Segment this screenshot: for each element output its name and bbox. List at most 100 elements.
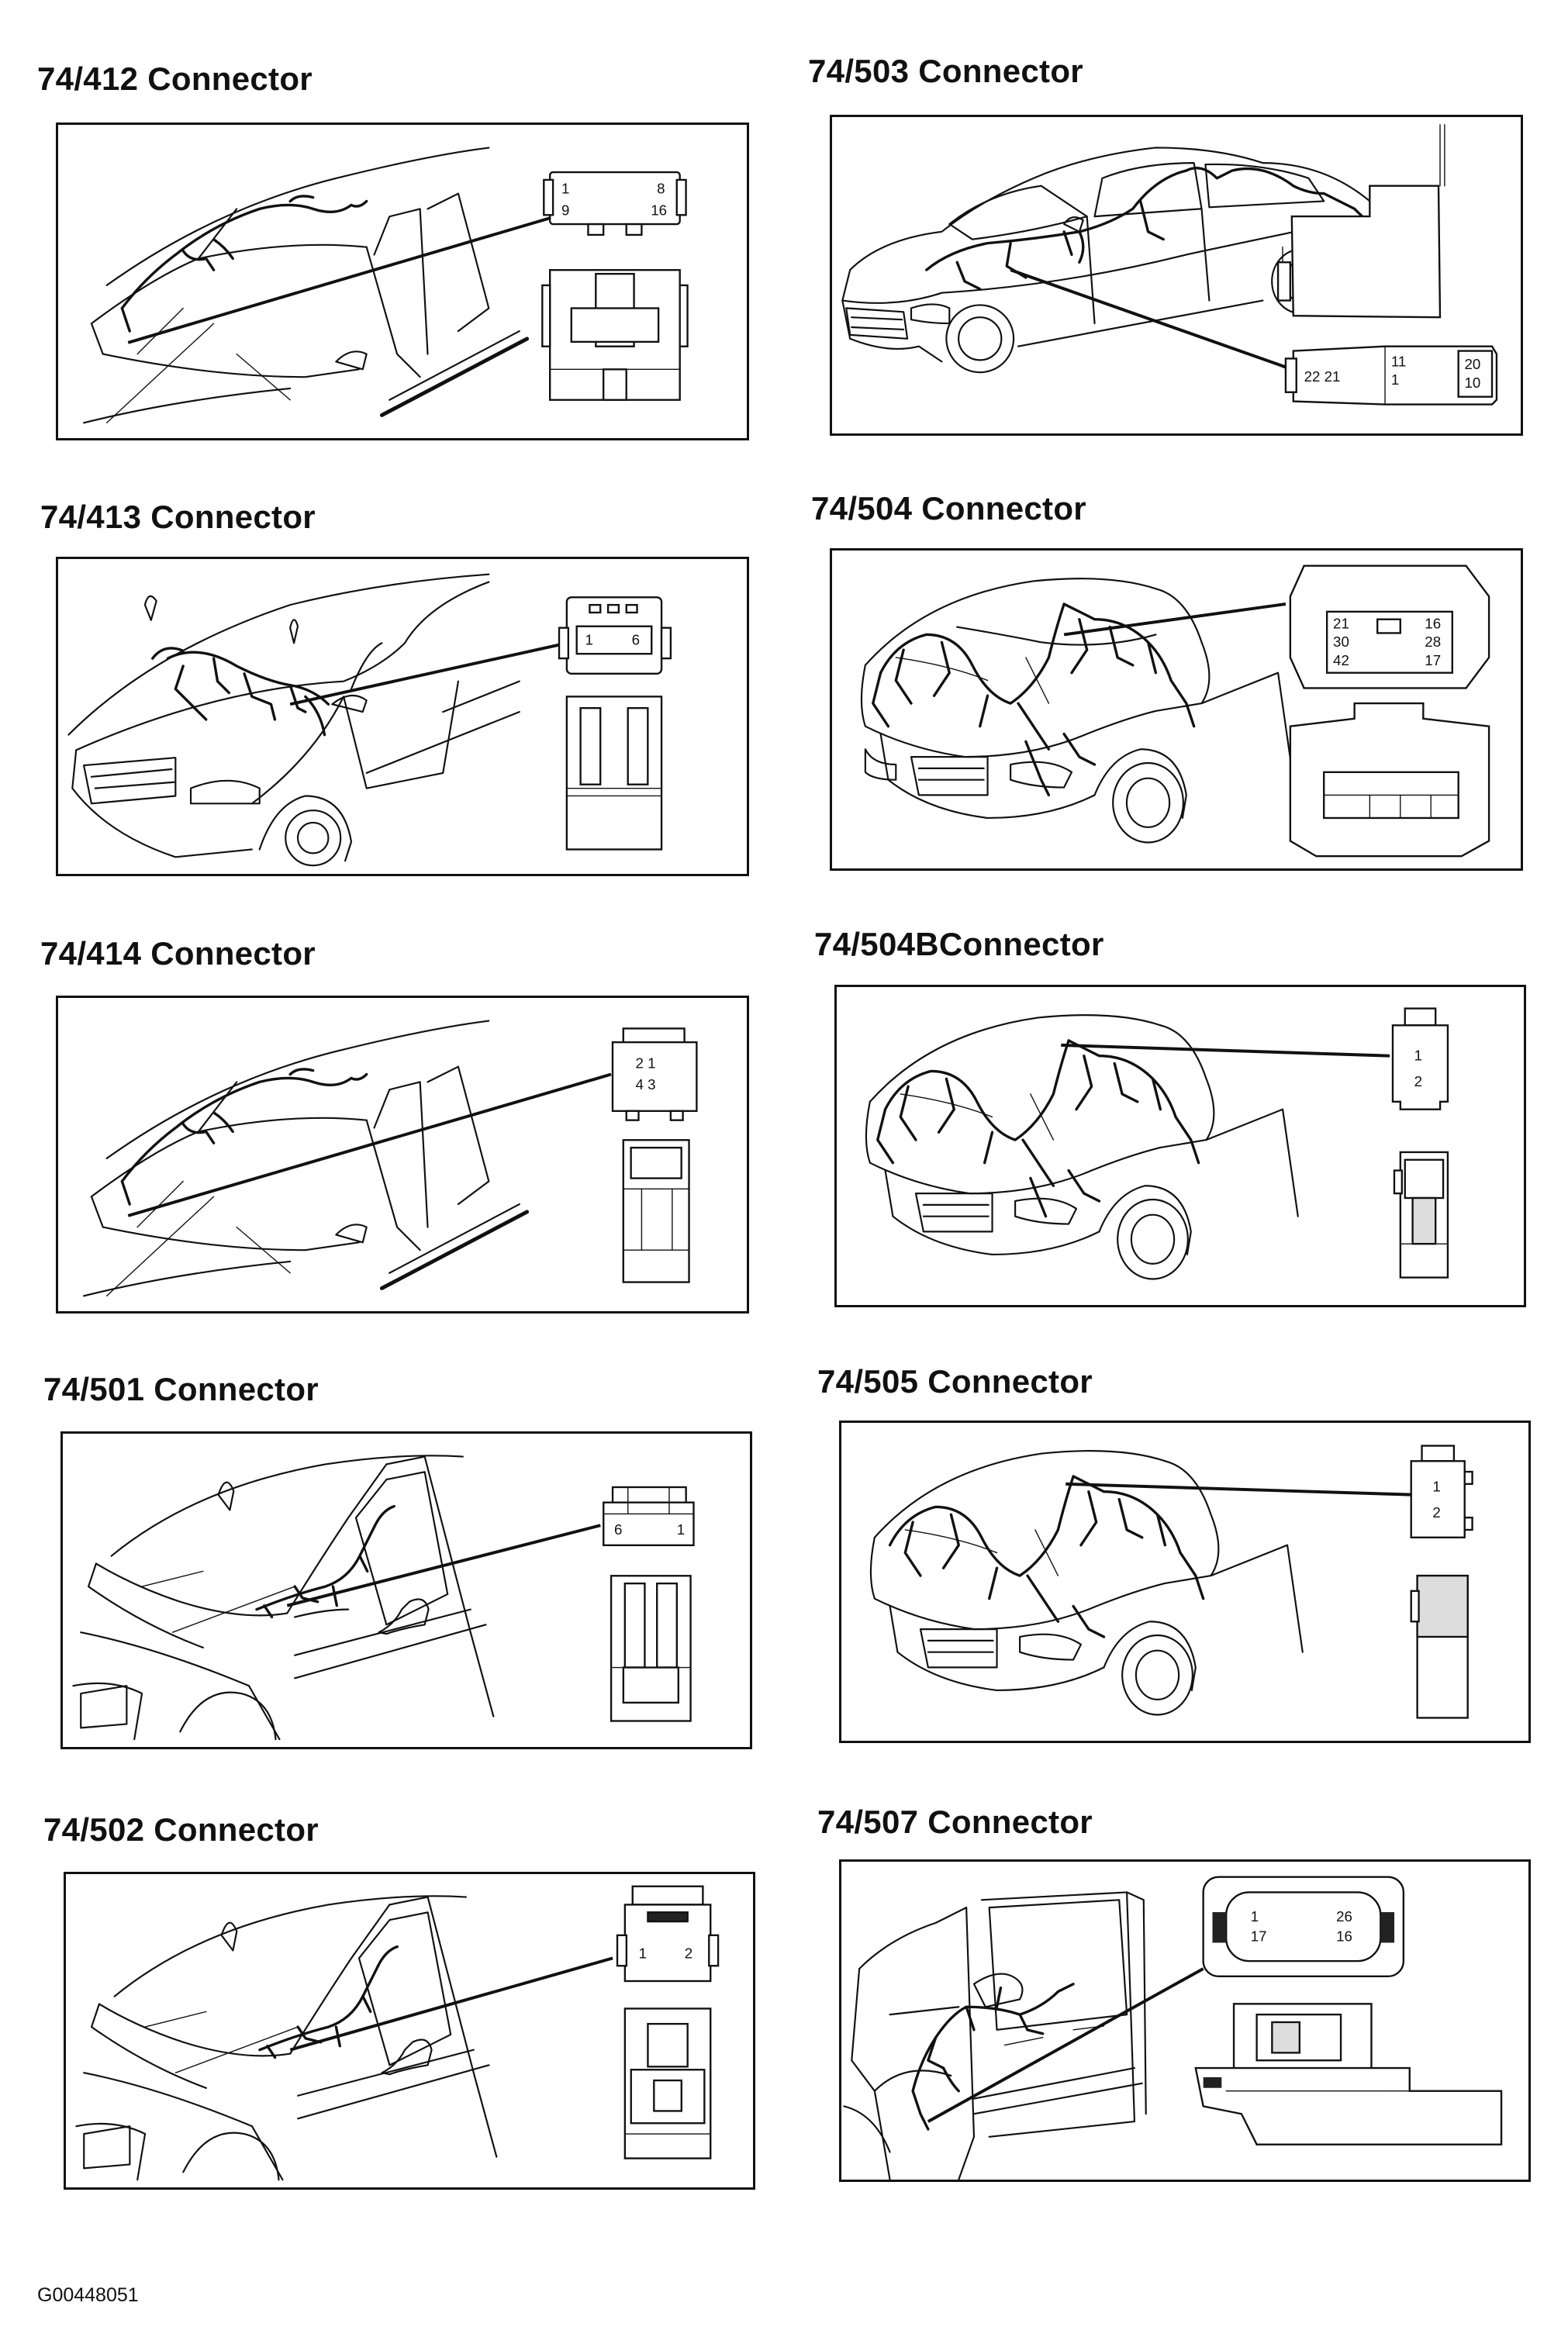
pointer-line [1061,1043,1390,1058]
connector-face: 22 21 11 1 20 10 [1284,345,1498,406]
title-74-504: 74/504 Connector [811,490,1086,526]
pin-label: 17 [1425,652,1441,668]
pin-label: 11 [1391,353,1406,369]
pointer-line [289,1956,613,2052]
car-windshield-view [83,1020,530,1297]
panel-74-503: 22 21 11 1 20 10 [830,115,1523,436]
car-a-pillar-view [72,1455,495,1741]
diagram-74-501: 6 1 [72,1455,695,1741]
pin-label: 2 [685,1945,692,1961]
connector-side-view [610,1575,692,1722]
pin-label: 1 [1391,371,1399,388]
wiring-harness [872,602,1196,797]
title-74-507: 74/507 Connector [817,1804,1093,1840]
car-windshield-view [83,147,530,424]
connector-face: 6 1 [603,1486,695,1547]
pin-label: 10 [1465,375,1481,391]
pin-label: 20 [1465,356,1481,372]
title-74-502: 74/502 Connector [43,1811,319,1848]
panel-74-413: 1 6 [56,557,749,876]
connector-face: 1 8 9 16 [543,171,687,236]
car-door-view [843,1891,1147,2180]
title-74-413: 74/413 Connector [40,499,316,535]
wiring-harness [255,1504,395,1619]
connector-side-view [622,1139,690,1283]
title-74-503: 74/503 Connector [808,53,1083,89]
pin-label: 1 [677,1521,685,1538]
connector-face: 1 6 [558,596,672,675]
pin-label: 1 [585,631,593,647]
diagram-74-412: 1 8 9 16 [83,147,689,424]
panel-74-507: 1 26 17 16 [839,1859,1531,2182]
pointer-line [127,216,551,344]
pin-label: 16 [1336,1928,1352,1945]
pin-label: 22 21 [1304,368,1341,385]
pin-label: 16 [1425,616,1441,632]
car-engine-bay-view [860,578,1294,844]
pointer-line [1065,1482,1411,1497]
connector-face: 1 2 [616,1885,720,1983]
pointer-line [289,641,568,706]
connector-side-view [1410,1574,1469,1719]
connector-face: 21 16 30 28 42 17 [1289,564,1490,689]
pin-label: 4 3 [636,1076,656,1093]
diagram-74-507: 1 26 17 16 [843,1876,1503,2180]
pin-label: 8 [657,181,665,197]
pin-label: 26 [1336,1908,1352,1925]
panel-74-504b: 1 2 [834,985,1526,1307]
title-74-505: 74/505 Connector [817,1363,1093,1400]
title-74-504b: 74/504BConnector [814,926,1104,962]
wiring-harness [258,1945,399,2059]
wiring-harness [888,1475,1205,1638]
panel-74-412: 1 8 9 16 [56,123,749,440]
car-engine-bay-view [869,1450,1304,1716]
diagram-74-504: 21 16 30 28 42 17 [860,564,1490,858]
car-front-left-view [67,573,520,867]
connector-face: 2 1 4 3 [611,1027,698,1121]
pin-label: 1 [561,181,569,197]
connector-side-view [541,269,689,401]
pin-label: 42 [1333,652,1349,668]
car-engine-bay-view [865,1014,1299,1280]
wiring-harness [911,1983,1075,2131]
diagram-74-503: 22 21 11 1 20 10 [841,124,1498,406]
panel-74-414: 2 1 4 3 [56,996,749,1314]
title-74-414: 74/414 Connector [40,935,316,972]
connector-side-view [565,696,663,851]
pointer-line [1010,268,1293,371]
pointer-line [127,1072,612,1217]
connector-side-view [623,2007,712,2159]
diagram-74-413: 1 6 [67,573,672,867]
wiring-harness [876,1039,1200,1218]
module-outline [1276,124,1445,319]
panel-74-501: 6 1 [60,1431,752,1749]
connector-side-view [1194,2003,1503,2146]
pin-label: 28 [1425,633,1441,650]
diagram-74-502: 1 2 [75,1885,720,2181]
connector-side-view [1393,1151,1449,1279]
pin-label: 1 [1432,1479,1440,1495]
pin-label: 2 [1414,1073,1422,1089]
pin-label: 21 [1333,616,1349,632]
diagram-74-504b: 1 2 [865,1007,1449,1280]
pointer-line [286,1524,601,1607]
figure-code: G00448051 [37,2284,139,2306]
pin-label: 17 [1251,1928,1267,1945]
pin-label: 2 1 [636,1055,656,1072]
wiring-harness [120,195,368,333]
connector-face: 1 2 [1410,1445,1473,1539]
pin-label: 30 [1333,633,1349,650]
connector-face: 1 2 [1391,1007,1449,1110]
diagram-74-505: 1 2 [869,1445,1473,1719]
pin-label: 1 [1414,1048,1422,1064]
wiring-harness [120,1068,368,1206]
pointer-line [927,1967,1204,2123]
pin-label: 1 [1251,1908,1259,1925]
pin-label: 2 [1432,1504,1440,1521]
pointer-line [1063,602,1287,637]
title-74-412: 74/412 Connector [37,60,313,97]
connector-face: 1 26 17 16 [1202,1876,1405,1978]
pin-label: 1 [639,1945,647,1961]
pin-label: 6 [632,631,640,647]
wiring-harness [151,647,330,737]
